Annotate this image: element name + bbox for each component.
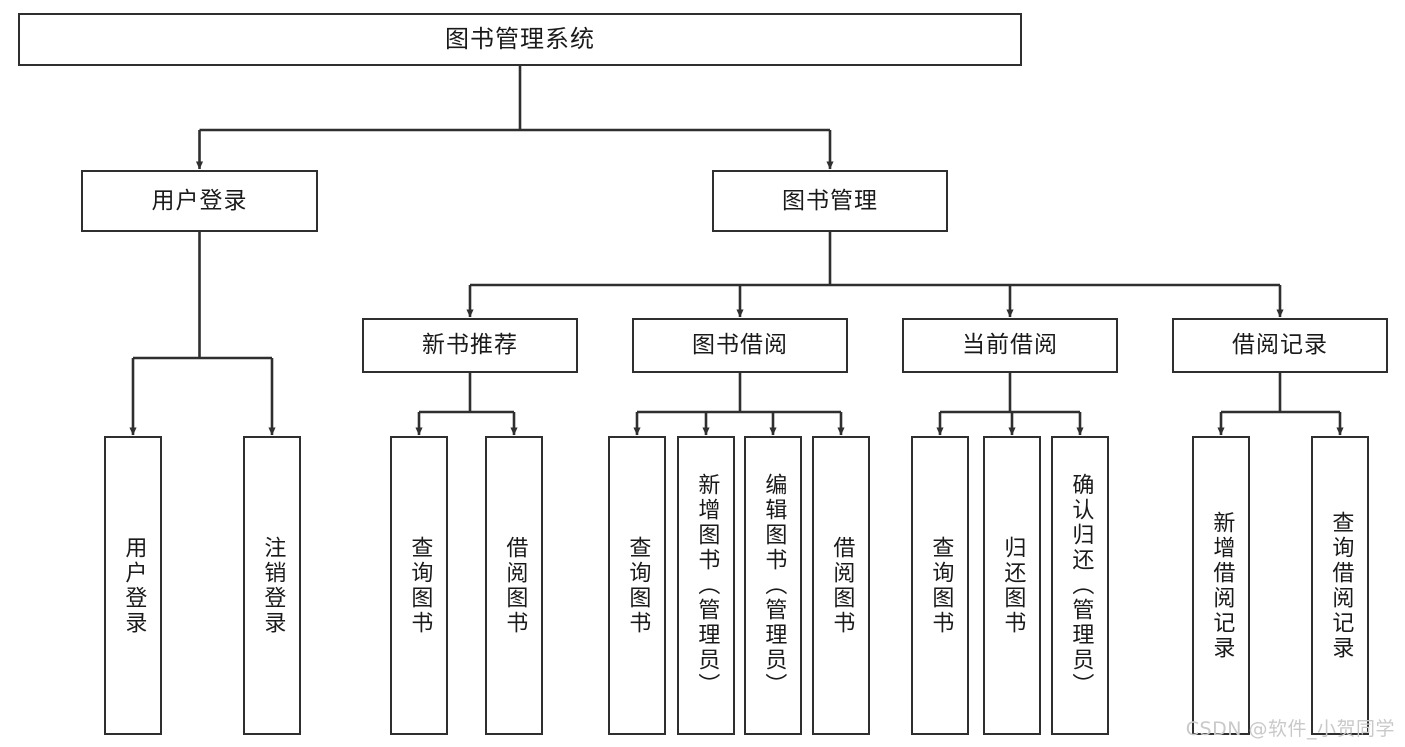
leaf-borrow-edit-book[interactable]: 编辑图书（管理员）: [744, 436, 802, 735]
node-current-borrow[interactable]: 当前借阅: [902, 318, 1118, 373]
node-book-management[interactable]: 图书管理: [712, 170, 948, 232]
node-root-label: 图书管理系统: [445, 24, 595, 53]
watermark: CSDN @软件_小贺同学: [1185, 718, 1395, 740]
leaf-borrow-query-book[interactable]: 查询图书: [608, 436, 666, 735]
leaf-newbook-borrow-book-label: 借阅图书: [502, 535, 528, 636]
leaf-record-add-record[interactable]: 新增借阅记录: [1192, 436, 1250, 735]
leaf-borrow-borrow-book-label: 借阅图书: [829, 535, 855, 636]
leaf-newbook-query-book-label: 查询图书: [407, 535, 433, 636]
leaf-user-logout-label: 注销登录: [260, 535, 286, 636]
leaf-newbook-borrow-book[interactable]: 借阅图书: [485, 436, 543, 735]
leaf-current-query-book-label: 查询图书: [928, 535, 954, 636]
node-borrow-record-label: 借阅记录: [1232, 332, 1328, 359]
leaf-record-add-record-label: 新增借阅记录: [1209, 510, 1235, 661]
node-new-book-recommend[interactable]: 新书推荐: [362, 318, 578, 373]
node-user-login[interactable]: 用户登录: [81, 170, 318, 232]
node-book-borrow[interactable]: 图书借阅: [632, 318, 848, 373]
node-current-borrow-label: 当前借阅: [962, 332, 1058, 359]
leaf-borrow-add-book[interactable]: 新增图书（管理员）: [677, 436, 735, 735]
leaf-borrow-add-book-label: 新增图书（管理员）: [694, 473, 720, 698]
leaf-borrow-borrow-book[interactable]: 借阅图书: [812, 436, 870, 735]
node-root[interactable]: 图书管理系统: [18, 13, 1022, 66]
node-book-borrow-label: 图书借阅: [692, 332, 788, 359]
leaf-current-confirm-return[interactable]: 确认归还（管理员）: [1051, 436, 1109, 735]
leaf-current-return-book-label: 归还图书: [1000, 535, 1026, 636]
node-new-book-recommend-label: 新书推荐: [422, 332, 518, 359]
leaf-current-query-book[interactable]: 查询图书: [911, 436, 969, 735]
node-user-login-label: 用户登录: [151, 187, 248, 214]
leaf-current-confirm-return-label: 确认归还（管理员）: [1068, 473, 1094, 698]
leaf-borrow-query-book-label: 查询图书: [625, 535, 651, 636]
node-book-management-label: 图书管理: [782, 187, 878, 214]
leaf-current-return-book[interactable]: 归还图书: [983, 436, 1041, 735]
leaf-user-login-label: 用户登录: [121, 535, 147, 636]
node-borrow-record[interactable]: 借阅记录: [1172, 318, 1388, 373]
leaf-newbook-query-book[interactable]: 查询图书: [390, 436, 448, 735]
leaf-borrow-edit-book-label: 编辑图书（管理员）: [761, 473, 787, 698]
leaf-user-login[interactable]: 用户登录: [104, 436, 162, 735]
leaf-record-query-record-label: 查询借阅记录: [1328, 510, 1354, 661]
leaf-user-logout[interactable]: 注销登录: [243, 436, 301, 735]
leaf-record-query-record[interactable]: 查询借阅记录: [1311, 436, 1369, 735]
